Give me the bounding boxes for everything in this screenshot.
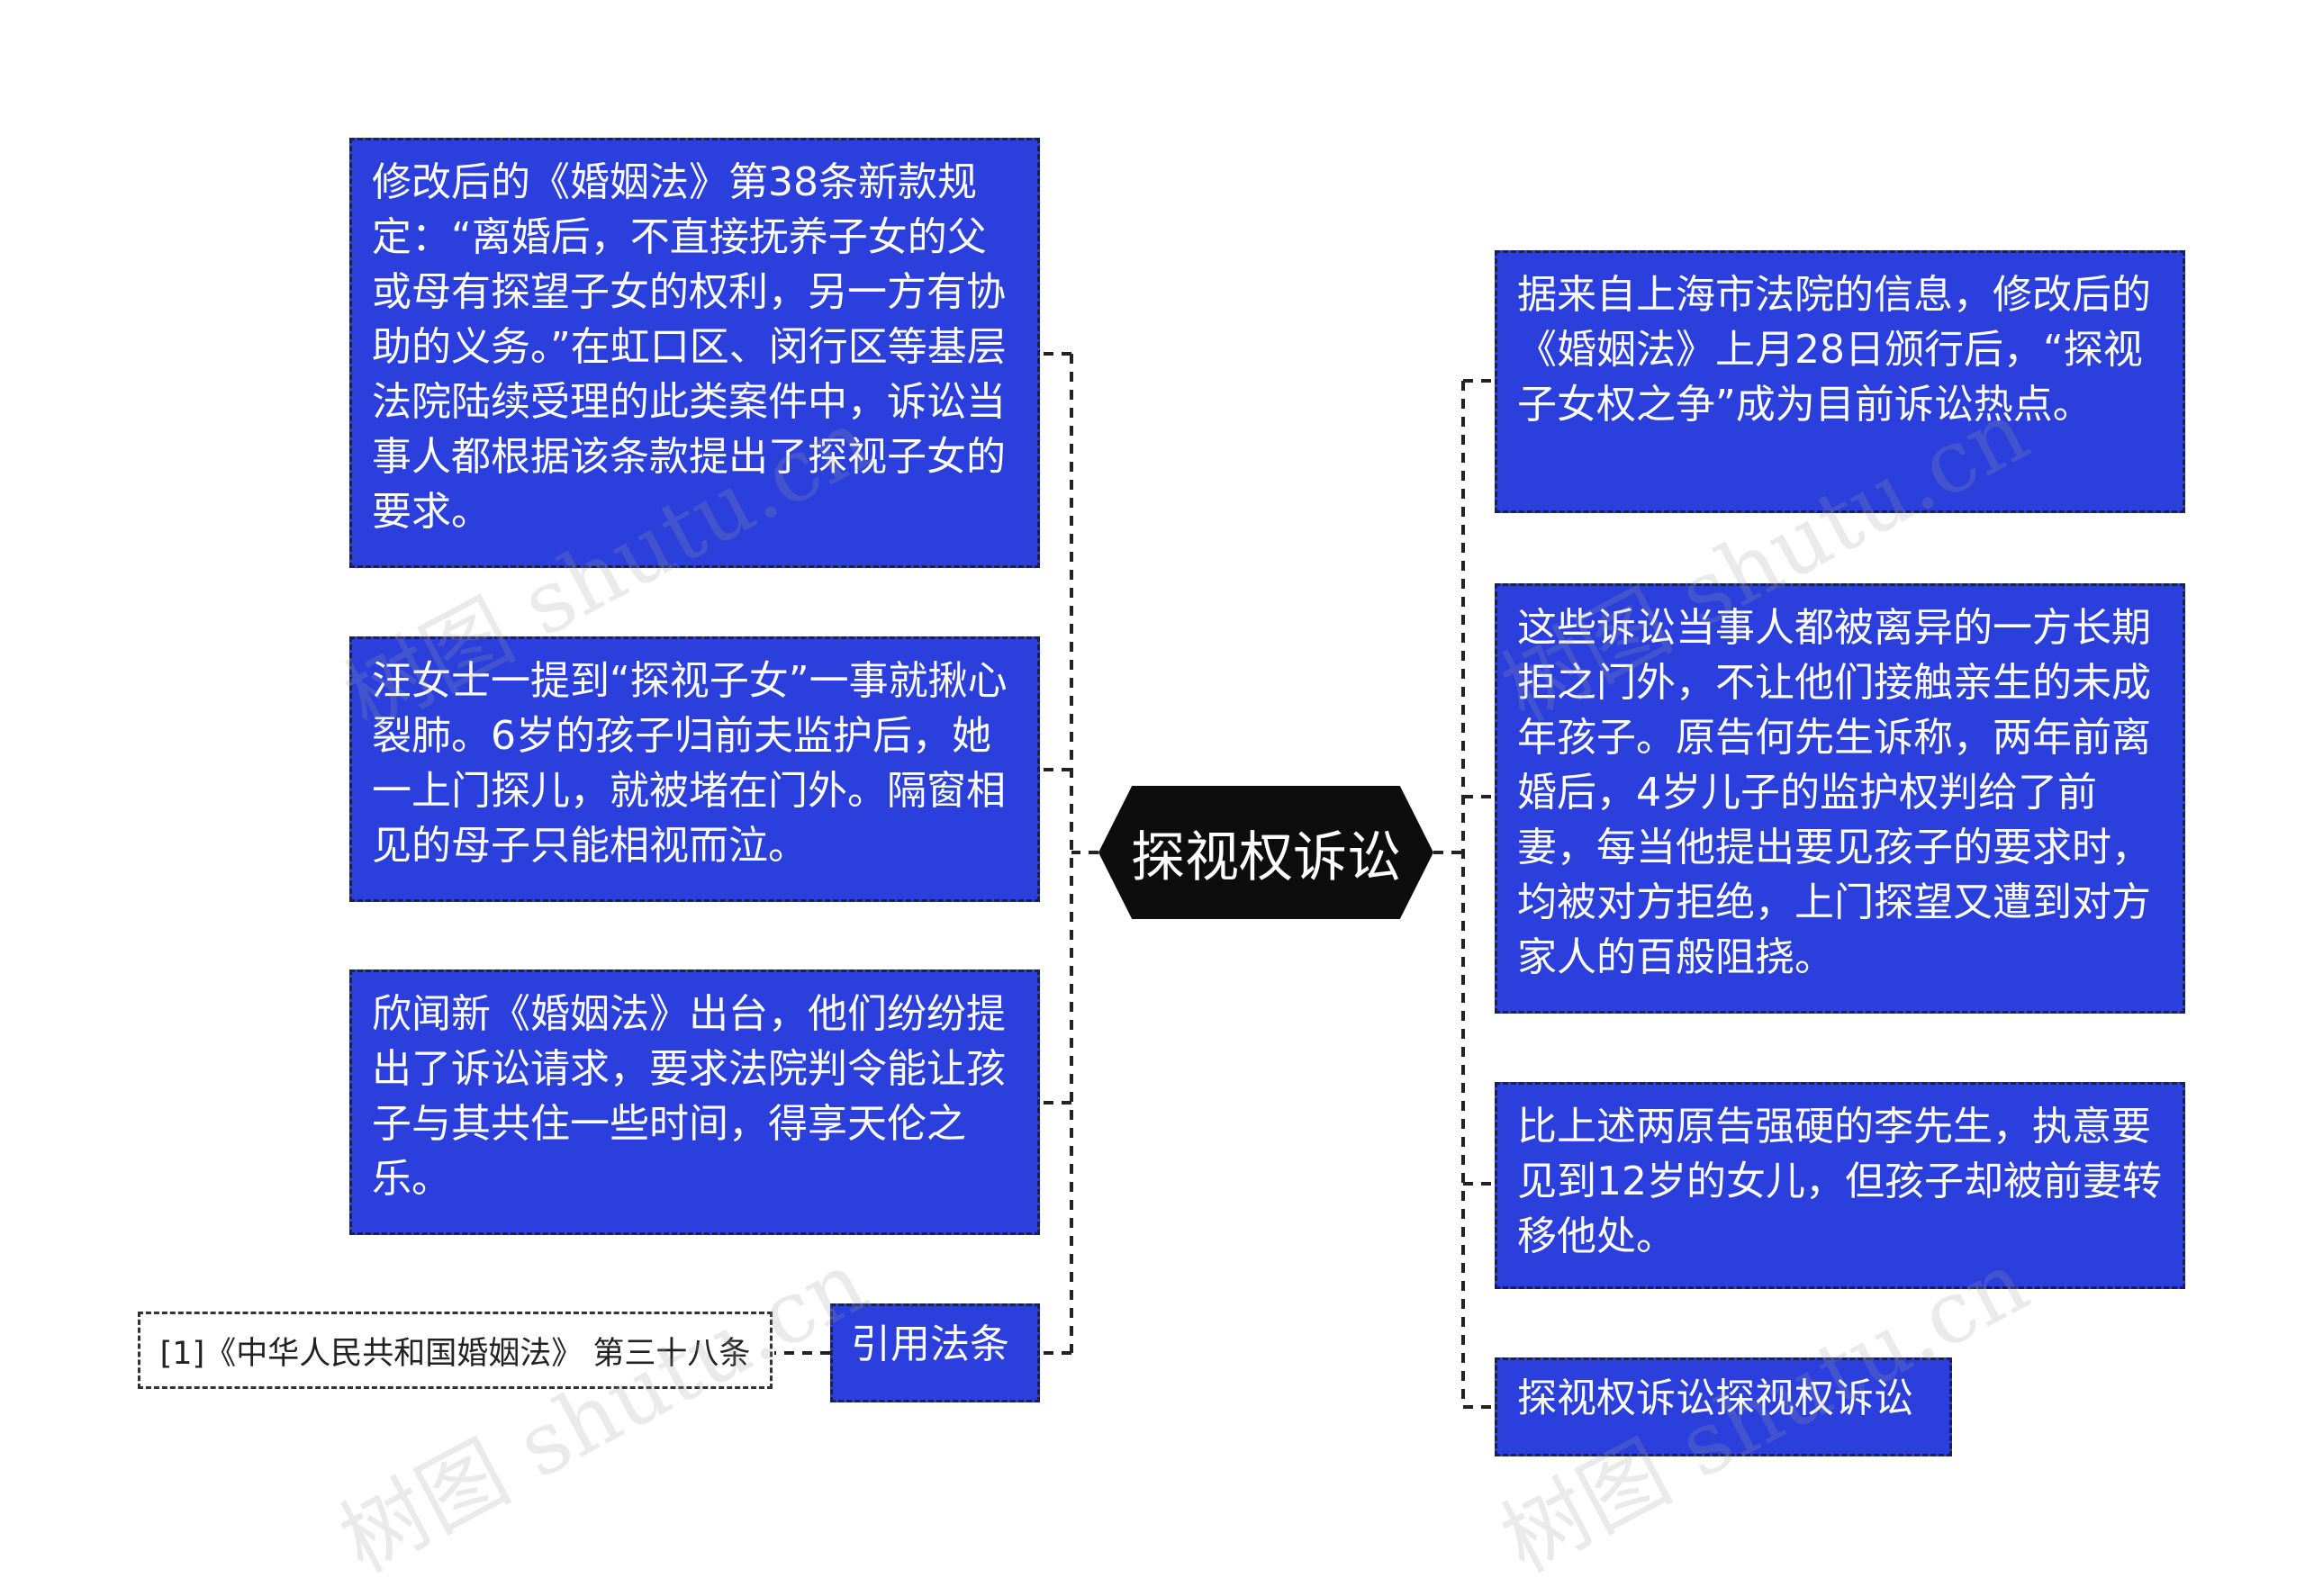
central-topic-label: 探视权诉讼 xyxy=(1131,825,1401,889)
left-node-1[interactable]: 修改后的《婚姻法》第38条新款规定：“离婚后，不直接抚养子女的父或母有探望子女的… xyxy=(349,138,1040,568)
right-node-3[interactable]: 比上述两原告强硬的李先生，执意要见到12岁的女儿，但孩子却被前妻转移他处。 xyxy=(1495,1082,2185,1289)
central-topic[interactable]: 探视权诉讼 xyxy=(1098,786,1433,919)
right-node-2[interactable]: 这些诉讼当事人都被离异的一方长期拒之门外，不让他们接触亲生的未成年孩子。原告何先… xyxy=(1495,583,2185,1014)
left-node-citation[interactable]: 引用法条 xyxy=(830,1303,1040,1402)
connector-right-trunk xyxy=(1433,381,1465,1407)
right-node-4[interactable]: 探视权诉讼探视权诉讼 xyxy=(1495,1357,1952,1456)
citation-reference[interactable]: [1]《中华人民共和国婚姻法》 第三十八条 xyxy=(138,1312,773,1389)
connector-left-trunk xyxy=(1070,354,1098,1353)
right-node-1[interactable]: 据来自上海市法院的信息，修改后的《婚姻法》上月28日颁行后，“探视子女权之争”成… xyxy=(1495,250,2185,513)
left-node-3[interactable]: 欣闻新《婚姻法》出台，他们纷纷提出了诉讼请求，要求法院判令能让孩子与其共住一些时… xyxy=(349,969,1040,1235)
left-node-2[interactable]: 汪女士一提到“探视子女”一事就揪心裂肺。6岁的孩子归前夫监护后，她一上门探儿，就… xyxy=(349,636,1040,902)
